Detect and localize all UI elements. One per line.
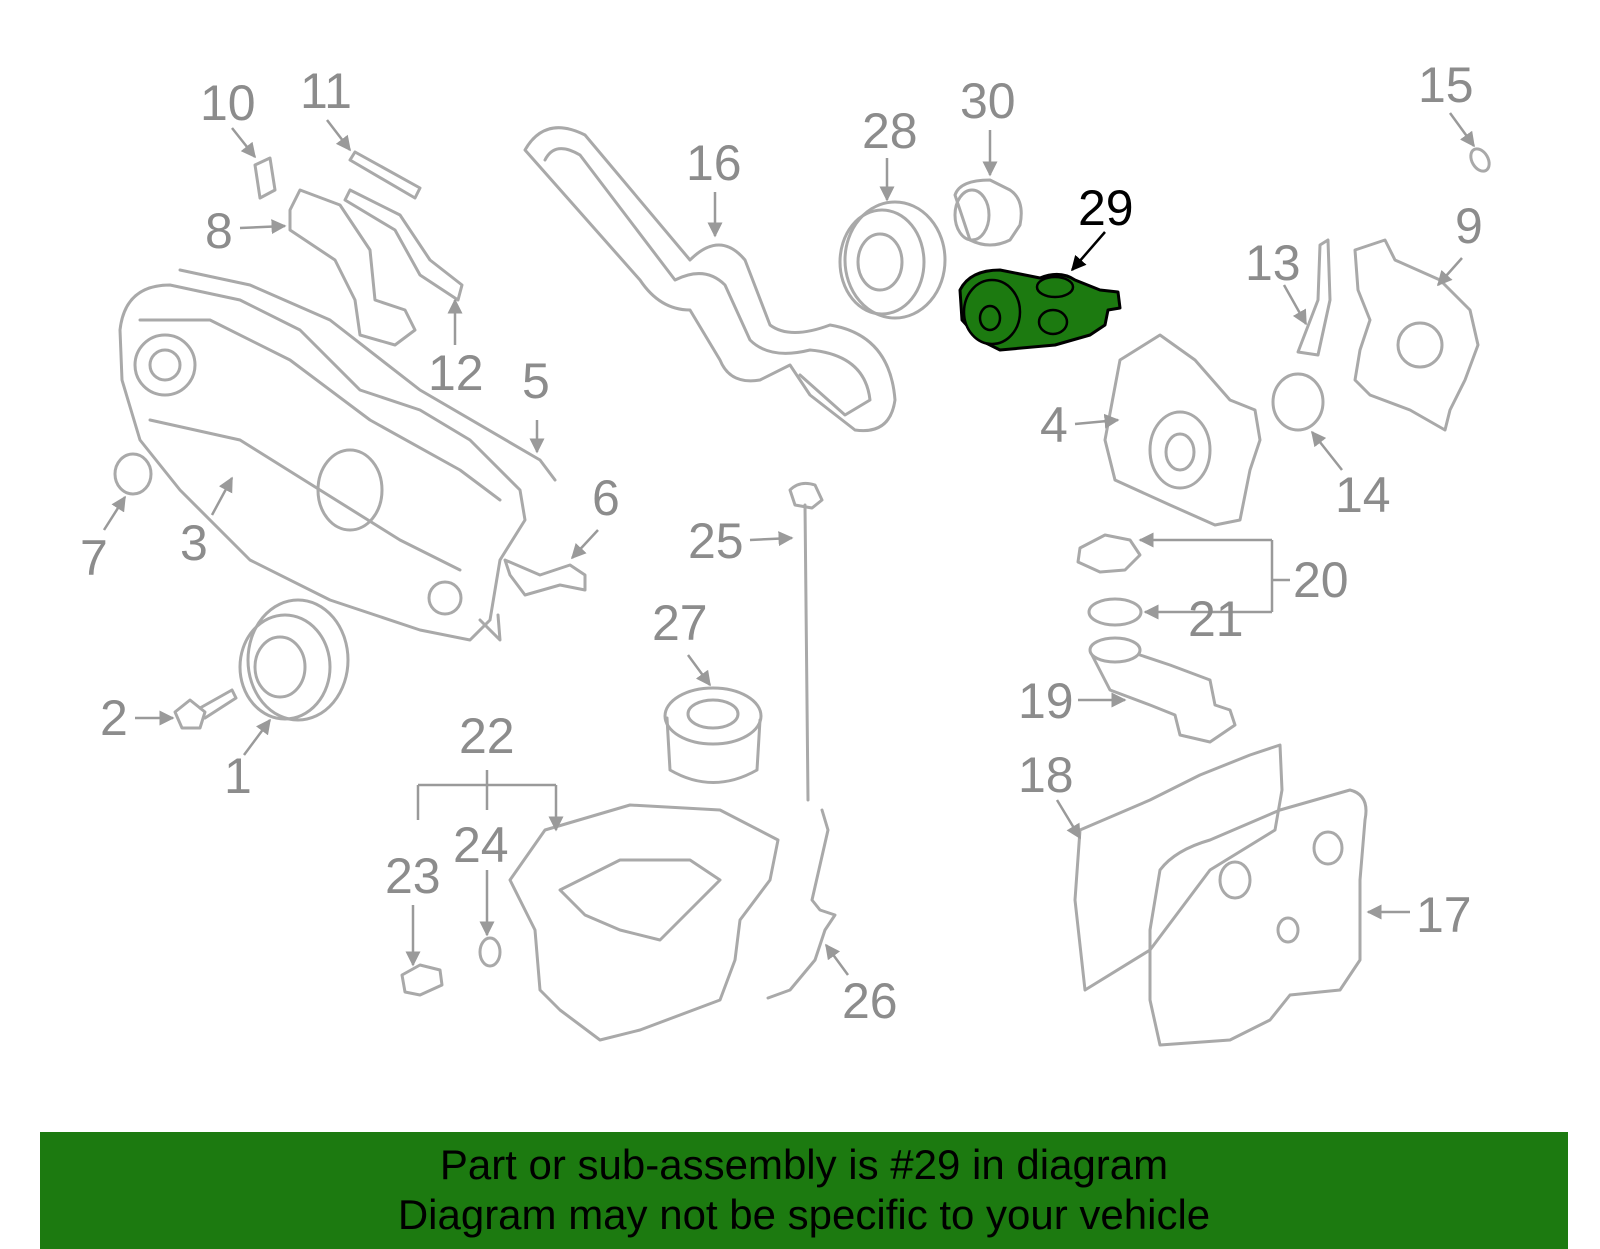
callout-20: 20 [1293,552,1349,608]
callout-17: 17 [1416,887,1472,943]
part-27-oil-filter [663,686,763,784]
part-3-timing-cover [118,268,557,642]
callout-1: 1 [224,748,252,804]
callout-9: 9 [1455,198,1483,254]
part-4-oil-pump [1103,333,1262,527]
part-17-oil-pan [1148,788,1368,1047]
banner-line-2: Diagram may not be specific to your vehi… [397,1191,1211,1238]
callout-2: 2 [100,690,128,746]
part-1-crank-pulley [238,598,350,722]
part-23-drain-bolt [400,963,444,997]
callout-6: 6 [592,470,620,526]
callout-10: 10 [200,75,256,131]
part-30-idler [953,178,1023,247]
info-banner: Part or sub-assembly is #29 in diagram D… [40,1132,1568,1249]
part-9-plate [1353,238,1480,432]
part-6-bracket [503,558,587,597]
banner-line-1: Part or sub-assembly is #29 in diagram [439,1141,1169,1188]
callout-25: 25 [688,513,744,569]
parts-diagram: 1 2 3 4 5 6 7 8 9 10 11 12 13 14 15 16 1… [80,57,1491,1047]
callout-labels: 1 2 3 4 5 6 7 8 9 10 11 12 13 14 15 16 1… [80,57,1483,1029]
callout-16: 16 [686,135,742,191]
callout-19: 19 [1018,673,1074,729]
part-10-block [253,156,277,200]
callout-27: 27 [652,595,708,651]
part-29-tensioner-highlighted [958,268,1122,352]
part-26-guide-tube [766,808,837,1000]
part-8-seal [288,188,417,347]
callout-28: 28 [862,103,918,159]
part-13-strip [1296,238,1332,357]
part-22-oil-pan [508,803,780,1042]
part-2-bolt [173,688,238,730]
callout-21: 21 [1188,591,1244,647]
part-21-seal [1087,597,1143,627]
part-24-washer [478,936,502,968]
part-12-seal [343,188,464,302]
part-28-sprocket [838,200,947,320]
callout-8: 8 [205,203,233,259]
callout-12: 12 [428,345,484,401]
callout-30: 30 [960,73,1016,129]
part-16-timing-belt [523,126,897,433]
callout-15: 15 [1418,57,1474,113]
callout-11: 11 [300,63,352,119]
part-19-oil-pipe [1088,636,1237,744]
callout-23: 23 [385,848,441,904]
callout-22: 22 [459,708,515,764]
part-20-cap [1076,533,1142,574]
part-25-dipstick [788,481,824,802]
leader-lines [102,112,1476,976]
callout-3: 3 [180,515,208,571]
callout-26: 26 [842,973,898,1029]
callout-13: 13 [1245,235,1301,291]
callout-29: 29 [1078,180,1134,236]
callout-4: 4 [1040,397,1068,453]
part-11-strip [348,150,422,200]
part-18-gasket [1073,743,1284,992]
callout-24: 24 [453,817,509,873]
part-15-oring [1469,147,1491,173]
callout-18: 18 [1018,747,1074,803]
part-7-plug [113,452,153,496]
callout-14: 14 [1335,467,1391,523]
callout-7: 7 [80,530,108,586]
part-14-oring [1271,372,1325,432]
callout-5: 5 [522,353,550,409]
